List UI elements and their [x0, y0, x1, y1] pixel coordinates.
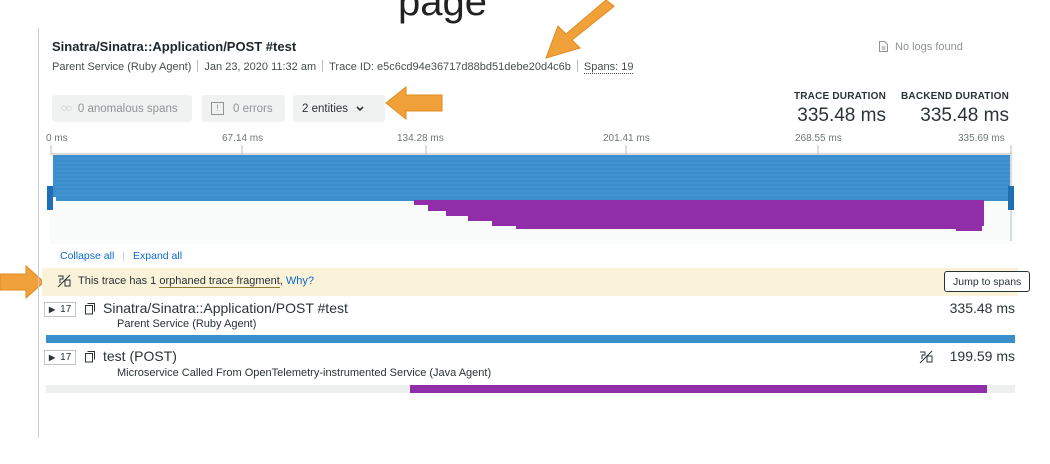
backend-duration-label: BACKEND DURATION	[900, 91, 1009, 102]
orphan-fragment-link[interactable]: orphaned trace fragment	[159, 275, 280, 288]
anomalous-label: 0 anomalous spans	[77, 102, 178, 115]
error-icon: !	[211, 102, 224, 115]
why-link[interactable]: Why?	[285, 275, 315, 287]
span-bar[interactable]	[46, 335, 1015, 343]
span-bar-track	[46, 385, 1015, 393]
backend-duration-value: 335.48 ms	[920, 105, 1009, 126]
spans-count[interactable]: Spans: 19	[583, 61, 634, 74]
span-service: Microservice Called From OpenTelemetry-i…	[117, 367, 492, 379]
minimap-left-handle[interactable]	[47, 186, 53, 210]
caret-right-icon: ▶	[49, 353, 56, 362]
banner-suffix: ,	[279, 275, 283, 287]
errors-chip[interactable]: ! 0 errors	[202, 95, 285, 122]
entities-dropdown[interactable]: 2 entities	[293, 95, 385, 122]
annotation-arrow-entities	[385, 86, 443, 120]
expand-all-link[interactable]: Expand all	[133, 250, 183, 262]
collapse-all-link[interactable]: Collapse all	[60, 250, 115, 262]
trace-duration-value: 335.48 ms	[797, 105, 886, 126]
child-count: 17	[60, 304, 72, 315]
anomaly-icon: ◌◌	[61, 103, 72, 114]
orphan-banner	[42, 268, 1018, 296]
span-bar[interactable]	[410, 385, 987, 393]
tree-controls: Collapse all|Expand all	[60, 250, 183, 262]
tick-label: 201.41 ms	[603, 133, 650, 144]
annotation-arrow-orphan	[0, 264, 45, 300]
span-bar-track	[46, 335, 1015, 343]
minimap-right-handle[interactable]	[1008, 186, 1014, 210]
child-count: 17	[60, 352, 72, 363]
span-duration: 335.48 ms	[949, 300, 1015, 316]
orphan-fragment-icon	[919, 350, 933, 364]
copy-icon	[85, 351, 95, 363]
jump-to-spans-button[interactable]: Jump to spans	[944, 271, 1031, 292]
no-logs-text: No logs found	[895, 41, 963, 53]
page-heading: page	[398, 0, 487, 24]
parent-service: Parent Service (Ruby Agent)	[52, 61, 192, 73]
orphan-banner-text: This trace has 1 orphaned trace fragment…	[78, 275, 315, 288]
span-duration: 199.59 ms	[949, 348, 1015, 364]
trace-meta: Parent Service (Ruby Agent) Jan 23, 2020 …	[52, 60, 634, 74]
span-count-badge[interactable]: ▶ 17	[44, 302, 77, 317]
annotation-arrow-trace-id	[545, 0, 615, 59]
span-name[interactable]: test (POST)	[103, 348, 177, 364]
orphan-fragment-icon	[57, 274, 71, 288]
span-name[interactable]: Sinatra/Sinatra::Application/POST #test	[103, 300, 348, 316]
copy-icon	[85, 303, 95, 315]
trace-title: Sinatra/Sinatra::Application/POST #test	[52, 39, 297, 54]
trace-id: Trace ID: e5c6cd94e36717d88bd51debe20d4c…	[329, 61, 571, 73]
tick-label: 0 ms	[46, 133, 68, 144]
chevron-down-icon	[356, 105, 364, 111]
tick-label: 67.14 ms	[222, 133, 264, 144]
anomalous-spans-chip[interactable]: ◌◌ 0 anomalous spans	[52, 95, 192, 122]
trace-duration-label: TRACE DURATION	[793, 91, 886, 102]
trace-date: Jan 23, 2020 11:32 am	[204, 61, 317, 73]
no-logs-link: No logs found	[878, 40, 963, 53]
entities-label: 2 entities	[302, 102, 349, 115]
span-count-badge[interactable]: ▶ 17	[44, 350, 77, 365]
trace-overview-minimap[interactable]	[48, 143, 1018, 246]
caret-right-icon: ▶	[49, 305, 56, 314]
tick-label: 134.28 ms	[397, 133, 444, 144]
tick-label: 335.69 ms	[958, 133, 1005, 144]
banner-prefix: This trace has 1	[78, 275, 157, 287]
span-service: Parent Service (Ruby Agent)	[117, 318, 257, 330]
document-icon	[879, 41, 888, 52]
errors-label: 0 errors	[233, 102, 273, 115]
left-divider	[38, 28, 39, 438]
tick-label: 268.55 ms	[795, 133, 842, 144]
